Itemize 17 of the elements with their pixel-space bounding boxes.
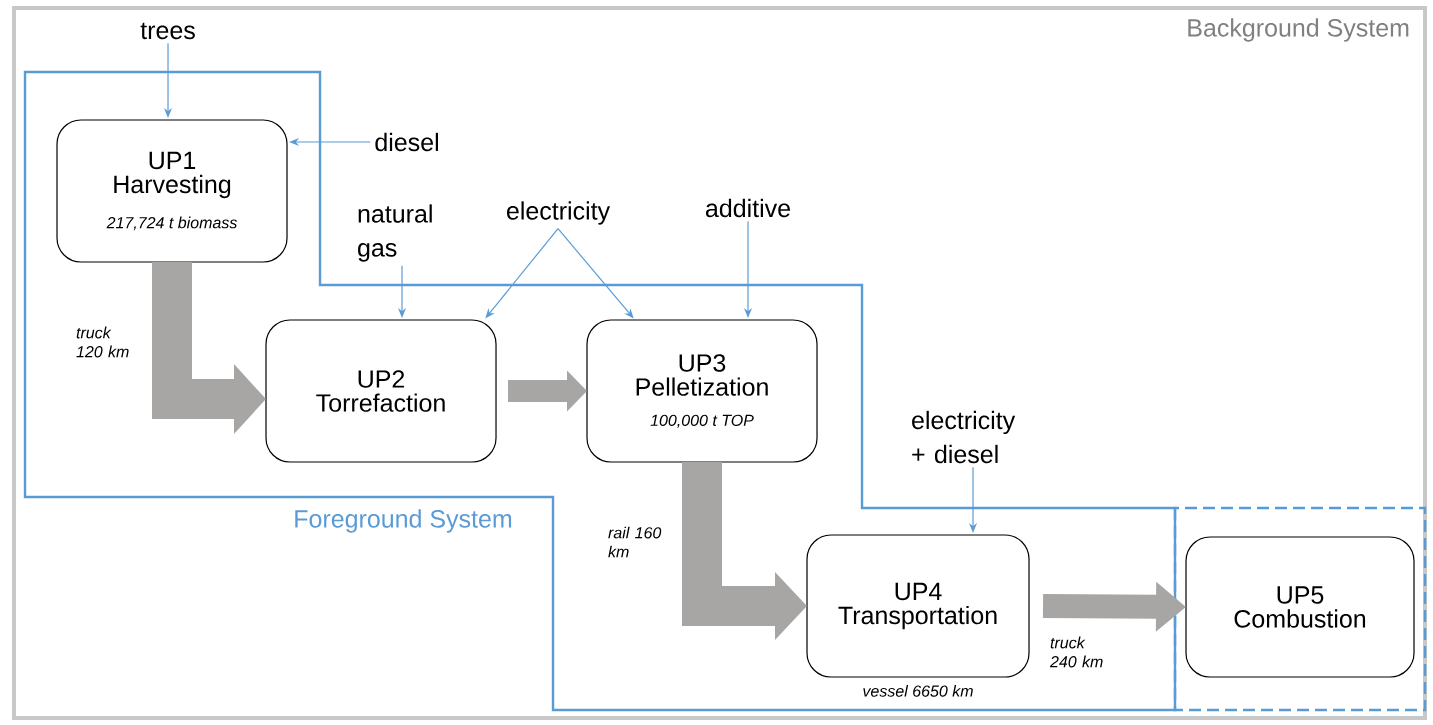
system-label: Background System (1188, 18, 1409, 42)
process-box: UP5 Combustion (1185, 536, 1415, 678)
edge-label: truck 240 km (1049, 636, 1103, 668)
input-label: electricity + diesel (912, 410, 1016, 464)
process-box: UP3 Pelletization 100,000 t TOP (586, 319, 818, 463)
process-box: UP2 Torrefaction (265, 319, 497, 463)
process-box: UP1 Harvesting 217,724 t biomass (56, 119, 288, 263)
input-label: additive (706, 198, 790, 218)
input-label: natural gas (358, 204, 432, 262)
input-label: diesel (375, 132, 438, 152)
system-label: Foreground System (295, 509, 512, 533)
edge-label: truck 120 km (76, 326, 129, 358)
input-label: electricity (507, 201, 611, 225)
process-box: UP4 Transportation (806, 534, 1030, 678)
edge-label: rail 160 km (608, 526, 662, 558)
input-label: trees (140, 22, 195, 40)
distance-label: vessel 6650 km (863, 685, 973, 697)
